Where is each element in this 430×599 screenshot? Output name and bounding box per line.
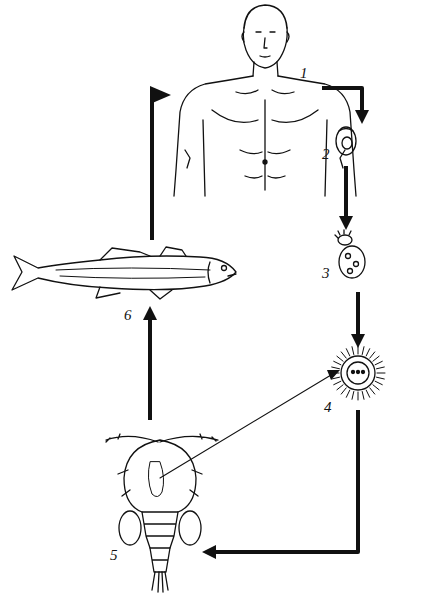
arrowhead — [327, 370, 340, 380]
egg — [336, 127, 356, 155]
cycle-arrow — [150, 88, 362, 552]
callout-number: 1 — [300, 66, 308, 81]
fish — [12, 247, 236, 299]
pointer-line — [160, 372, 336, 478]
callout-number: 4 — [324, 400, 332, 415]
coracidium — [331, 346, 385, 400]
callout-number: 3 — [322, 266, 330, 281]
callout-number: 2 — [322, 147, 330, 162]
copepod — [106, 434, 218, 592]
human-host — [174, 5, 356, 196]
callout-number: 5 — [110, 548, 118, 563]
hatching-egg — [335, 230, 365, 278]
callout-number: 6 — [124, 308, 132, 323]
arrowhead — [143, 86, 369, 559]
